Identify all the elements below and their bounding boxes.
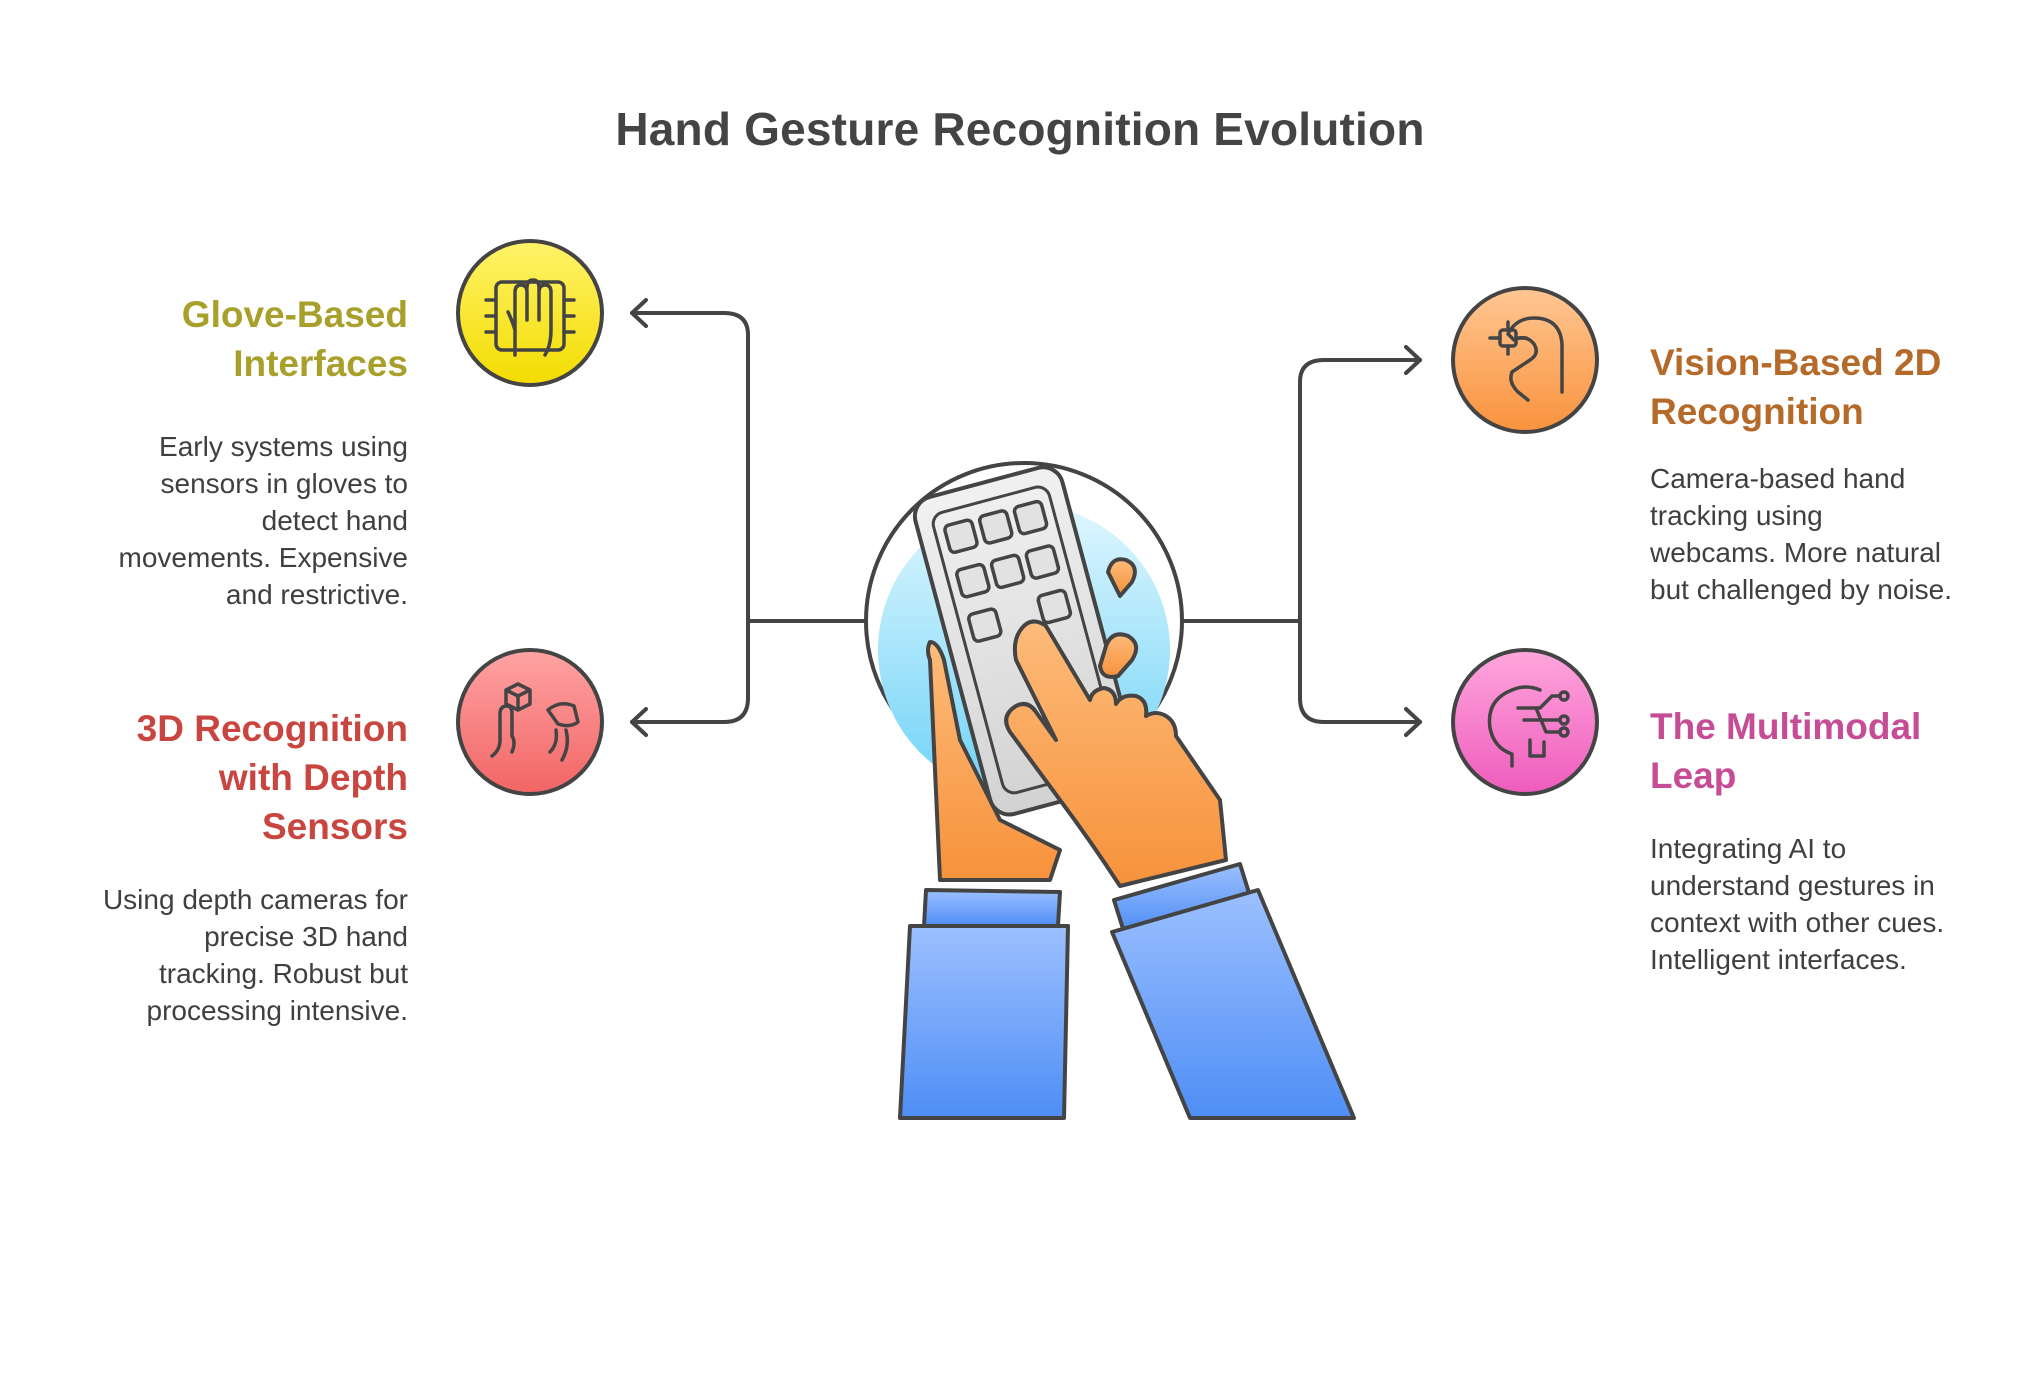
connector-right (1180, 358, 1422, 724)
multimodal-block: The Multimodal Leap Integrating AI to un… (1650, 702, 2010, 978)
vision-desc-line: but challenged by noise. (1650, 574, 1952, 605)
multimodal-heading-line: Leap (1650, 755, 1737, 796)
multimodal-desc-line: Intelligent interfaces. (1650, 944, 1907, 975)
arrow-head-vision (1404, 345, 1422, 375)
depth-gesture-icon (456, 648, 604, 796)
glove-desc-line: detect hand (261, 505, 408, 536)
depth-desc-line: processing intensive. (146, 995, 408, 1026)
glove-desc-line: and restrictive. (225, 579, 408, 610)
depth-description: Using depth cameras for precise 3D hand … (28, 881, 408, 1029)
depth-heading-line: with Depth (218, 757, 408, 798)
vision-description: Camera-based hand tracking using webcams… (1650, 460, 2010, 608)
depth-desc-line: tracking. Robust but (158, 958, 408, 989)
glove-heading-line: Interfaces (233, 343, 408, 384)
page-title: Hand Gesture Recognition Evolution (615, 103, 1425, 155)
vision-desc-line: webcams. More natural (1650, 537, 1942, 568)
vision-desc-line: tracking using (1650, 500, 1823, 531)
vision-heading-line: Recognition (1650, 391, 1864, 432)
depth-desc-line: precise 3D hand (204, 921, 408, 952)
connector-lines (630, 298, 1422, 737)
ai-head-icon (1451, 648, 1599, 796)
arrow-head-depth (630, 707, 648, 737)
glove-desc-line: movements. Expensive (118, 542, 408, 573)
multimodal-heading-line: The Multimodal (1650, 706, 1922, 747)
arrow-head-multimodal (1404, 707, 1422, 737)
glove-based-block: Glove-Based Interfaces Early systems usi… (28, 290, 408, 613)
vision-heading: Vision-Based 2D Recognition (1650, 338, 2010, 436)
vision-desc-line: Camera-based hand (1650, 463, 1906, 494)
depth-heading-line: 3D Recognition (136, 708, 408, 749)
multimodal-heading: The Multimodal Leap (1650, 702, 2010, 800)
glove-desc-line: sensors in gloves to (160, 468, 408, 499)
depth-sensors-block: 3D Recognition with Depth Sensors Using … (28, 704, 408, 1029)
camera-hand-icon (1451, 286, 1599, 434)
depth-desc-line: Using depth cameras for (102, 884, 408, 915)
hands-holding-keypad-icon (864, 461, 1356, 1120)
arrow-head-glove (630, 298, 648, 328)
glove-heading: Glove-Based Interfaces (28, 290, 408, 388)
glove-heading-line: Glove-Based (181, 294, 408, 335)
vision-based-block: Vision-Based 2D Recognition Camera-based… (1650, 338, 2010, 608)
glove-desc-line: Early systems using (159, 431, 408, 462)
multimodal-description: Integrating AI to understand gestures in… (1650, 830, 2010, 978)
multimodal-desc-line: context with other cues. (1650, 907, 1945, 938)
connector-left (630, 311, 868, 724)
hand-sensor-icon (456, 239, 604, 387)
glove-description: Early systems using sensors in gloves to… (28, 428, 408, 613)
multimodal-desc-line: understand gestures in (1650, 870, 1935, 901)
multimodal-desc-line: Integrating AI to (1650, 833, 1847, 864)
depth-heading: 3D Recognition with Depth Sensors (28, 704, 408, 851)
depth-heading-line: Sensors (261, 806, 408, 847)
vision-heading-line: Vision-Based 2D (1650, 342, 1942, 383)
